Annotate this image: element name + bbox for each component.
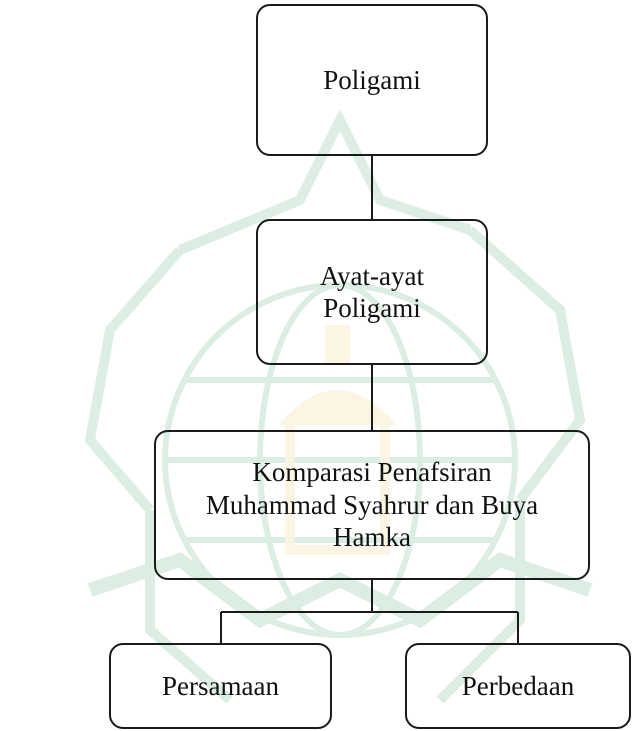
node-persamaan: Persamaan: [109, 643, 332, 729]
node-perbedaan: Perbedaan: [405, 643, 631, 729]
node-poligami: Poligami: [256, 4, 488, 156]
watermark-star: [84, 108, 586, 704]
watermark-dome: [278, 325, 397, 555]
watermark-globe: [162, 282, 518, 638]
node-ayat-ayat-poligami: Ayat-ayat Poligami: [256, 219, 488, 365]
node-komparasi-penafsiran: Komparasi Penafsiran Muhammad Syahrur da…: [154, 430, 590, 580]
watermark-band: [87, 552, 593, 629]
